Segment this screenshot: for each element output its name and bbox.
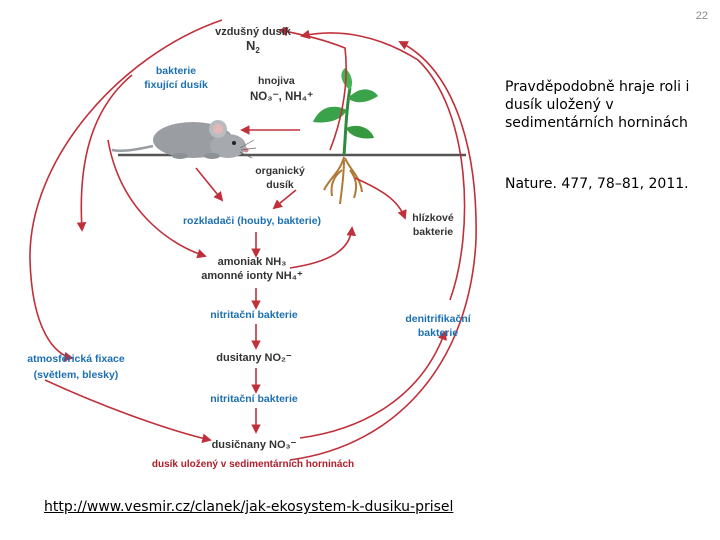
nitrifying-bacteria-label-2: nitritační bakterie	[210, 393, 298, 405]
organic-nitrogen-label-1: organický	[255, 165, 305, 177]
nitrifying-bacteria-label-1: nitritační bakterie	[210, 309, 298, 321]
plant-icon	[313, 68, 378, 205]
fixing-bacteria-label-2: fixující dusík	[144, 79, 208, 91]
decomposers-label: rozkladači (houby, bakterie)	[183, 215, 321, 227]
ammonium-label: amonné ionty NH₄⁺	[201, 270, 303, 282]
denitrifying-bacteria-label-1: denitrifikační	[405, 313, 471, 325]
fertilizers-formula: NO₃⁻, NH₄⁺	[250, 91, 313, 103]
page-number: 22	[695, 10, 708, 22]
nitrates-label: dusičnany NO₃⁻	[212, 439, 297, 451]
denitrifying-bacteria-label-2: bakterie	[418, 327, 458, 339]
n2-label: N2	[246, 38, 260, 55]
nodule-bacteria-label-2: bakterie	[413, 226, 453, 238]
nitrites-label: dusitany NO₂⁻	[216, 352, 292, 364]
mouse-icon	[111, 120, 257, 159]
sediment-nitrogen-label: dusík uložený v sedimentárních horninách	[152, 459, 354, 470]
citation: Nature. 477, 78–81, 2011.	[505, 176, 689, 192]
fixing-bacteria-label-1: bakterie	[156, 65, 196, 77]
air-nitrogen-label: vzdušný dusík	[215, 26, 292, 38]
atmospheric-fixation-label-2: (světlem, blesky)	[34, 369, 119, 381]
ammonia-label: amoniak NH₃	[218, 256, 287, 268]
atmospheric-fixation-label-1: atmosférická fixace	[27, 353, 125, 365]
organic-nitrogen-label-2: dusík	[266, 179, 294, 191]
side-note: Pravděpodobně hraje roli i dusík uložený…	[505, 79, 690, 131]
nodule-bacteria-label-1: hlízkové	[412, 212, 454, 224]
fertilizers-label: hnojiva	[258, 75, 295, 87]
source-link[interactable]: http://www.vesmir.cz/clanek/jak-ekosyste…	[44, 499, 454, 515]
